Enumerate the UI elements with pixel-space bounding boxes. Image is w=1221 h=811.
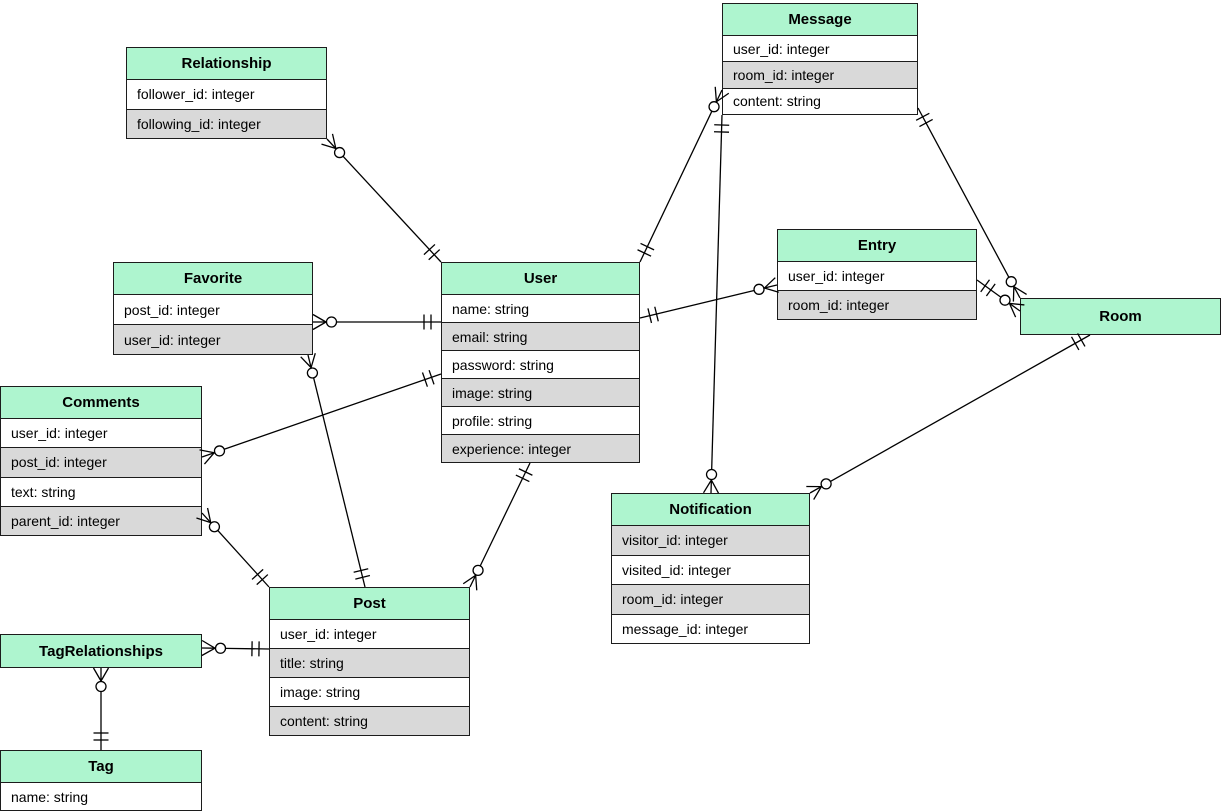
relationship-title: Relationship	[127, 48, 326, 80]
comments-attribute-0: user_id: integer	[1, 419, 201, 448]
message-attribute-1: room_id: integer	[723, 61, 917, 88]
tagrelationships-title: TagRelationships	[1, 635, 201, 667]
user-attribute-5: experience: integer	[442, 434, 639, 462]
message-title: Message	[723, 4, 917, 36]
post-attribute-2: image: string	[270, 677, 469, 706]
comments-attribute-1: post_id: integer	[1, 447, 201, 477]
user-attribute-1: email: string	[442, 322, 639, 350]
entry-title: Entry	[778, 230, 976, 262]
comments-title: Comments	[1, 387, 201, 419]
user-attribute-4: profile: string	[442, 406, 639, 434]
notification-attribute-1: visited_id: integer	[612, 554, 809, 584]
relationship-attribute-0: follower_id: integer	[127, 80, 326, 109]
post-attribute-1: title: string	[270, 648, 469, 677]
room-title: Room	[1021, 299, 1220, 334]
tag-title: Tag	[1, 751, 201, 783]
entity-room[interactable]: Room	[1020, 298, 1221, 335]
user-attribute-0: name: string	[442, 295, 639, 322]
edge-user-post	[462, 462, 533, 591]
edge-tagrelationships-post	[201, 639, 270, 657]
notification-attribute-3: message_id: integer	[612, 613, 809, 643]
user-attribute-2: password: string	[442, 350, 639, 378]
comments-attribute-3: parent_id: integer	[1, 505, 201, 535]
comments-attribute-2: text: string	[1, 476, 201, 506]
relationship-attribute-1: following_id: integer	[127, 108, 326, 138]
edge-favorite-user	[312, 313, 441, 331]
tag-attribute-0: name: string	[1, 783, 201, 810]
edge-user-entry	[639, 277, 779, 324]
post-attribute-3: content: string	[270, 706, 469, 735]
post-attribute-0: user_id: integer	[270, 620, 469, 648]
favorite-title: Favorite	[114, 263, 312, 295]
message-attribute-2: content: string	[723, 87, 917, 114]
user-title: User	[442, 263, 639, 295]
notification-attribute-0: visitor_id: integer	[612, 526, 809, 555]
entry-attribute-1: room_id: integer	[778, 290, 976, 319]
notification-attribute-2: room_id: integer	[612, 584, 809, 614]
entry-attribute-0: user_id: integer	[778, 262, 976, 290]
edge-room-notification	[806, 333, 1091, 500]
edge-comments-post	[196, 507, 270, 588]
edge-entry-room	[976, 279, 1025, 318]
favorite-attribute-0: post_id: integer	[114, 295, 312, 324]
edge-tagrelationships-tag	[92, 667, 110, 750]
post-title: Post	[270, 588, 469, 620]
edge-relationship-user	[321, 133, 442, 263]
notification-title: Notification	[612, 494, 809, 526]
favorite-attribute-1: user_id: integer	[114, 324, 312, 354]
edge-comments-user	[199, 369, 442, 465]
entity-tagrelationships[interactable]: TagRelationships	[0, 634, 202, 668]
edge-message-notification	[702, 114, 730, 494]
edge-message-user	[637, 86, 730, 263]
edge-favorite-post	[300, 353, 371, 588]
message-attribute-0: user_id: integer	[723, 36, 917, 62]
user-attribute-3: image: string	[442, 378, 639, 406]
